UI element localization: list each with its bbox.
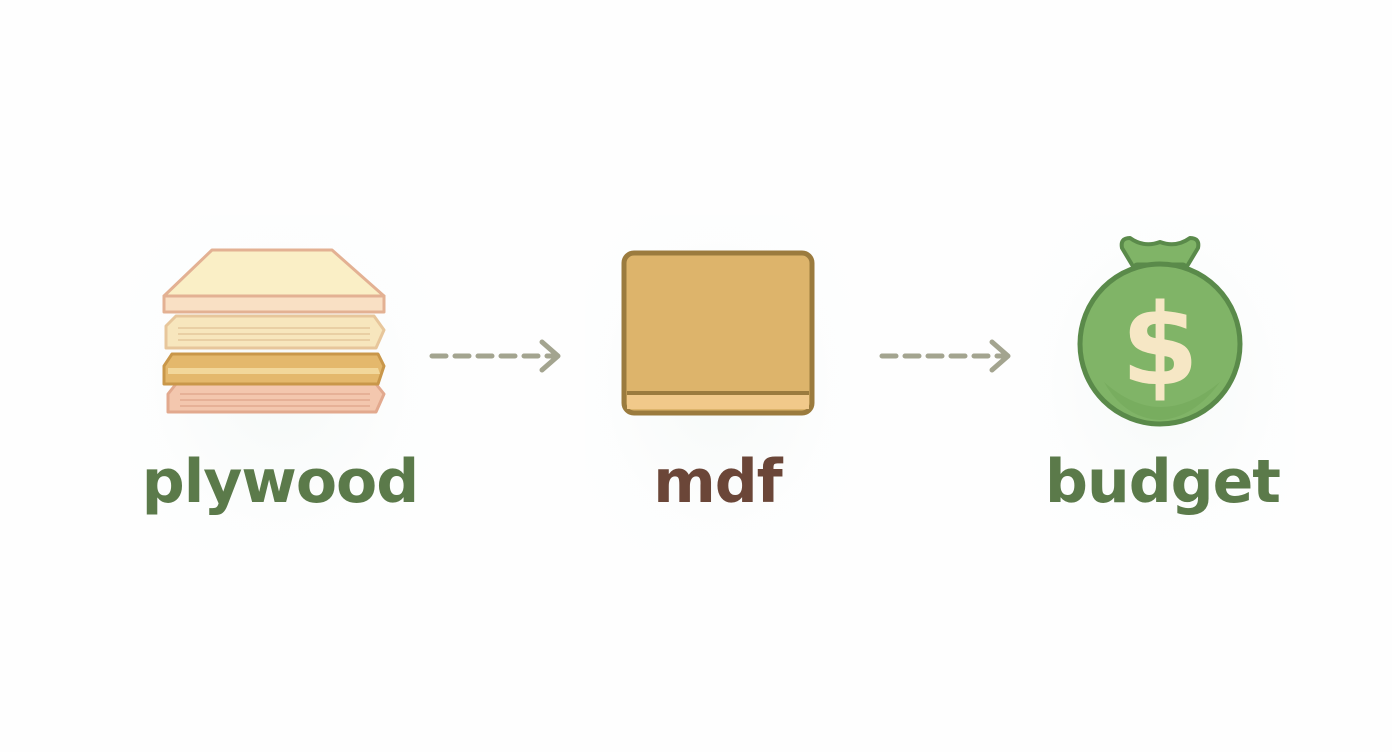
label-mdf: mdf: [653, 447, 783, 517]
label-budget: budget: [1045, 447, 1281, 517]
svg-text:$: $: [1121, 281, 1199, 411]
label-plywood: plywood: [141, 447, 419, 517]
money-bag-icon: $: [1077, 236, 1243, 427]
arrow-mdf-to-budget: [879, 339, 1011, 373]
mdf-board-icon: [621, 250, 815, 416]
plywood-layers-icon: [162, 248, 386, 414]
arrow-plywood-to-mdf: [429, 339, 561, 373]
